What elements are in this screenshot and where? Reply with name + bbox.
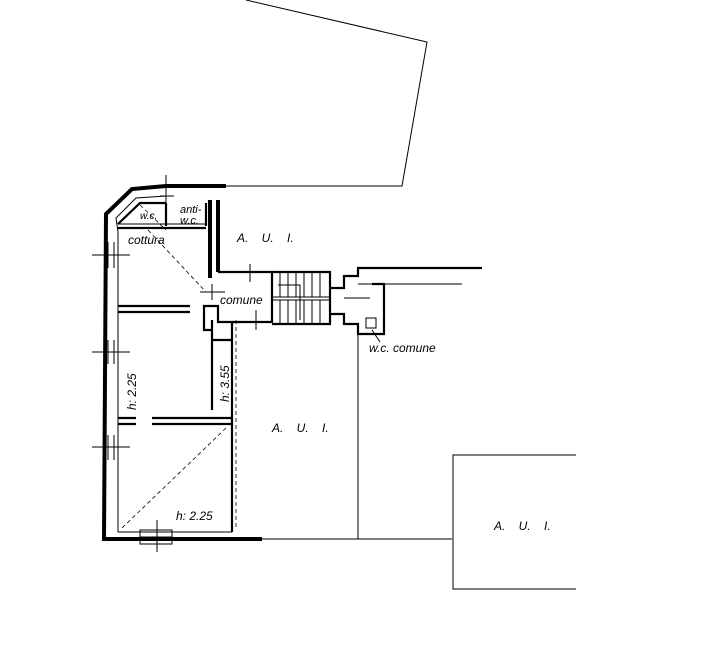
label-height-middle: h: 3.55 — [218, 365, 232, 402]
label-aui-top: A. U. I. — [236, 231, 294, 245]
label-wc-comune: w.c. comune — [369, 341, 436, 355]
wc-comune-leader — [371, 329, 381, 343]
aui-right-block — [452, 454, 576, 590]
slope-line-3 — [139, 204, 167, 231]
window-left-1 — [92, 242, 130, 268]
wc-comune-corridor — [330, 266, 482, 290]
staircase — [272, 270, 332, 326]
label-anti-wc-2: w.c. — [180, 215, 199, 227]
window-left-3 — [92, 435, 130, 460]
exterior-wall-inner — [115, 195, 167, 233]
label-cottura: cottura — [128, 233, 165, 247]
adjacent-lot-outline — [172, 0, 428, 187]
window-left-2 — [92, 340, 130, 364]
window-bottom — [139, 520, 173, 552]
slope-line-1 — [147, 229, 207, 293]
wc-comune-fixture — [365, 317, 377, 329]
comune-landing — [202, 270, 274, 332]
label-height-left: h: 2.25 — [125, 373, 139, 410]
label-aui-middle: A. U. I. — [271, 421, 329, 435]
label-wc: w.c. — [140, 211, 157, 222]
slope-line-2 — [121, 427, 227, 529]
wc-partition — [117, 201, 166, 225]
label-height-bottom: h: 2.25 — [176, 509, 213, 523]
label-comune: comune — [220, 293, 263, 307]
label-aui-right: A. U. I. — [493, 519, 551, 533]
label-anti-wc-1: anti- — [180, 204, 202, 216]
